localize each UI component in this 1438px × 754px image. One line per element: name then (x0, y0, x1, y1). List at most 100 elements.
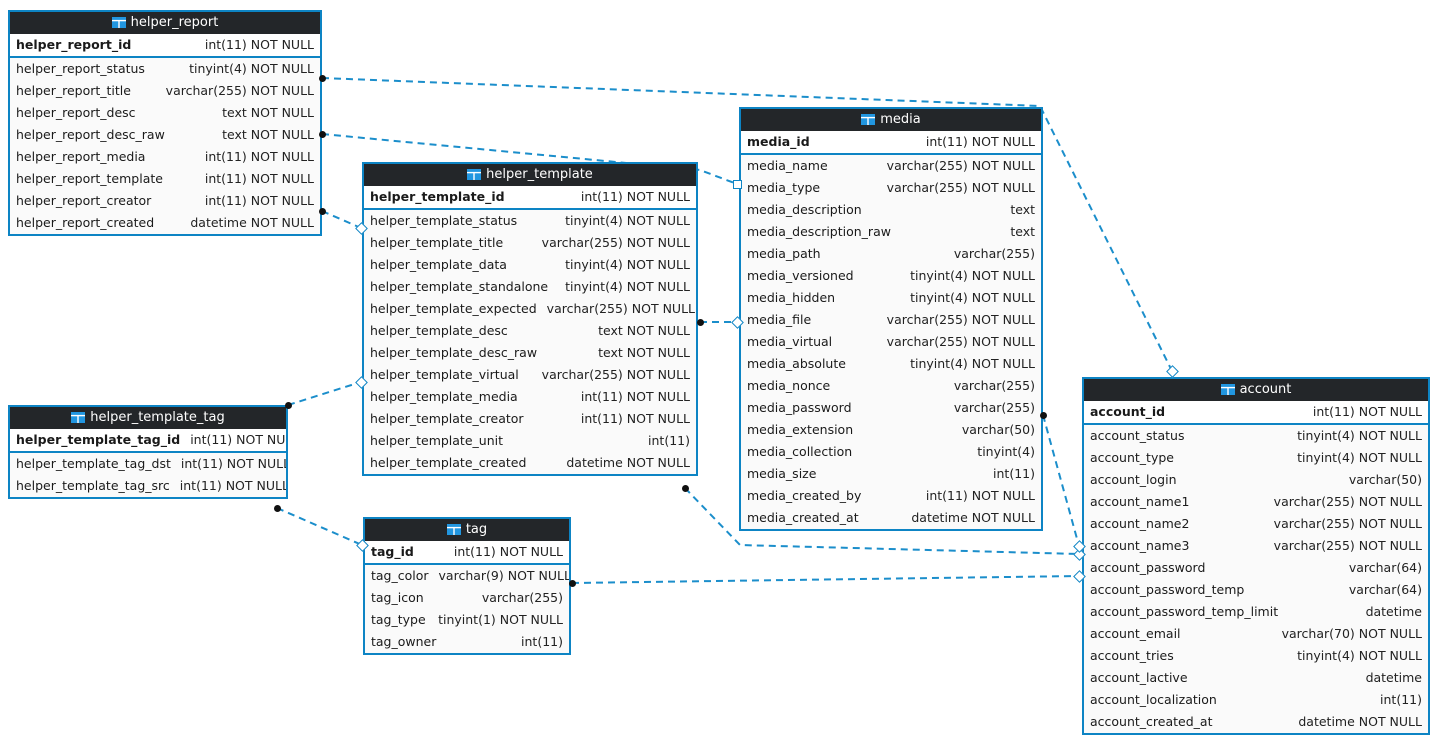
column-name: account_password (1090, 560, 1206, 575)
table-header-helper_template_tag[interactable]: helper_template_tag (10, 407, 286, 429)
relation-source-marker (681, 484, 689, 492)
column-name: media_created_by (747, 488, 862, 503)
column-name: account_name1 (1090, 494, 1190, 509)
table-name: helper_report (130, 15, 219, 30)
column-name: helper_template_unit (370, 433, 503, 448)
table-name: tag (465, 522, 488, 537)
column-name: helper_template_virtual (370, 367, 519, 382)
table-header-helper_template[interactable]: helper_template (364, 164, 696, 186)
table-icon (111, 16, 126, 28)
column-row[interactable]: account_password varchar(64) (1084, 557, 1428, 579)
column-type: tinyint(4) NOT NULL (565, 279, 690, 294)
table-header-media[interactable]: media (741, 109, 1041, 131)
table-name: media (880, 112, 921, 127)
column-name: helper_template_created (370, 455, 527, 470)
column-type: tinyint(1) NOT NULL (438, 612, 563, 627)
table-name: helper_template (486, 167, 593, 182)
column-name: helper_template_media (370, 389, 518, 404)
column-name: helper_report_id (16, 37, 132, 52)
column-name: account_login (1090, 472, 1177, 487)
column-type: varchar(64) (1348, 560, 1422, 575)
table-header-tag[interactable]: tag (365, 519, 569, 541)
column-name: media_versioned (747, 268, 854, 283)
table-header-helper_report[interactable]: helper_report (10, 12, 320, 34)
column-type: text NOT NULL (598, 345, 690, 360)
table-header-account[interactable]: account (1084, 379, 1428, 401)
column-name: helper_template_expected (370, 301, 537, 316)
column-type: int(11) (993, 466, 1035, 481)
